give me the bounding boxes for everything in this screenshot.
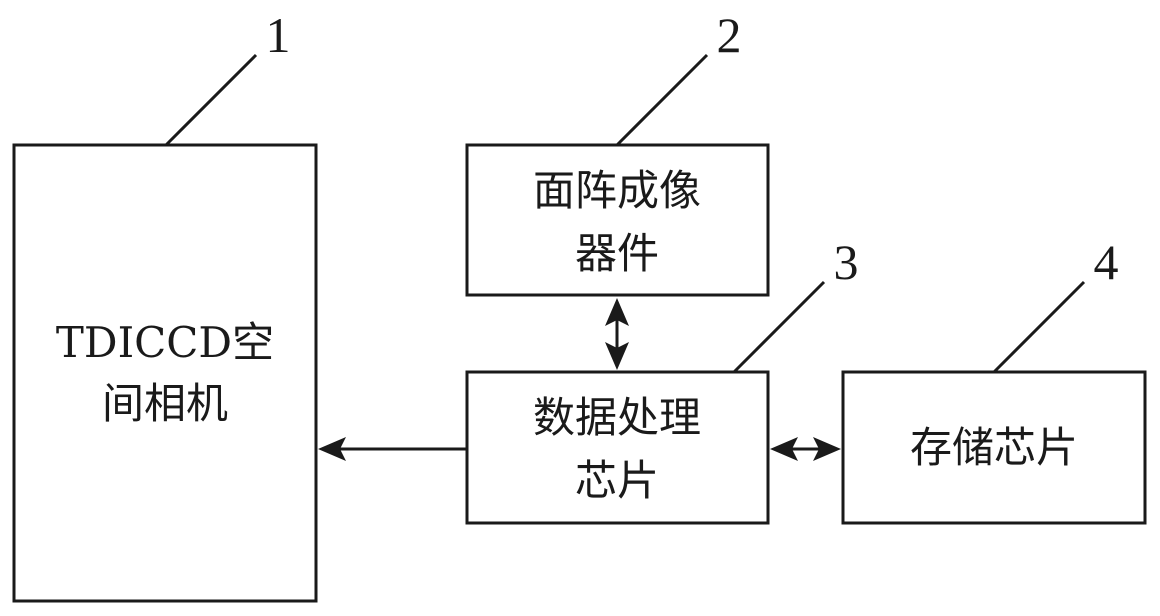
camera-leader-line [164, 53, 258, 147]
processor-block: 数据处理 芯片 [465, 370, 770, 525]
storage-block: 存储芯片 [841, 370, 1147, 525]
area-imager-block: 面阵成像 器件 [465, 143, 770, 297]
camera-label-line-1: TDICCD空 [56, 318, 274, 367]
camera-reference-number: 1 [266, 7, 291, 63]
processor-to-camera-arrow [318, 437, 467, 461]
area-imager-box [465, 143, 770, 297]
storage-leader-line [992, 280, 1086, 374]
processor-leader-line [732, 280, 826, 374]
area-imager-reference-number: 2 [717, 7, 742, 63]
camera-label-line-2: 间相机 [102, 379, 228, 428]
storage-end-arrowhead [813, 437, 841, 461]
processor-label-line-1: 数据处理 [533, 393, 701, 442]
camera-arrowhead [318, 437, 346, 461]
processor-side-arrowhead [605, 342, 629, 370]
processor-storage-double-arrow [770, 437, 841, 461]
area-imager-label-line-1: 面阵成像 [533, 166, 701, 215]
storage-reference-number: 4 [1094, 234, 1119, 290]
processor-reference-number: 3 [834, 234, 859, 290]
camera-block: TDICCD空 间相机 [12, 143, 318, 603]
processor-box [465, 370, 770, 525]
imager-processor-double-arrow [605, 298, 629, 370]
processor-end-arrowhead [770, 437, 798, 461]
imager-side-arrowhead [605, 298, 629, 326]
camera-box [12, 143, 318, 603]
area-imager-leader-line [615, 53, 709, 147]
storage-label: 存储芯片 [910, 423, 1078, 472]
area-imager-label-line-2: 器件 [575, 229, 659, 278]
processor-label-line-2: 芯片 [575, 456, 659, 505]
